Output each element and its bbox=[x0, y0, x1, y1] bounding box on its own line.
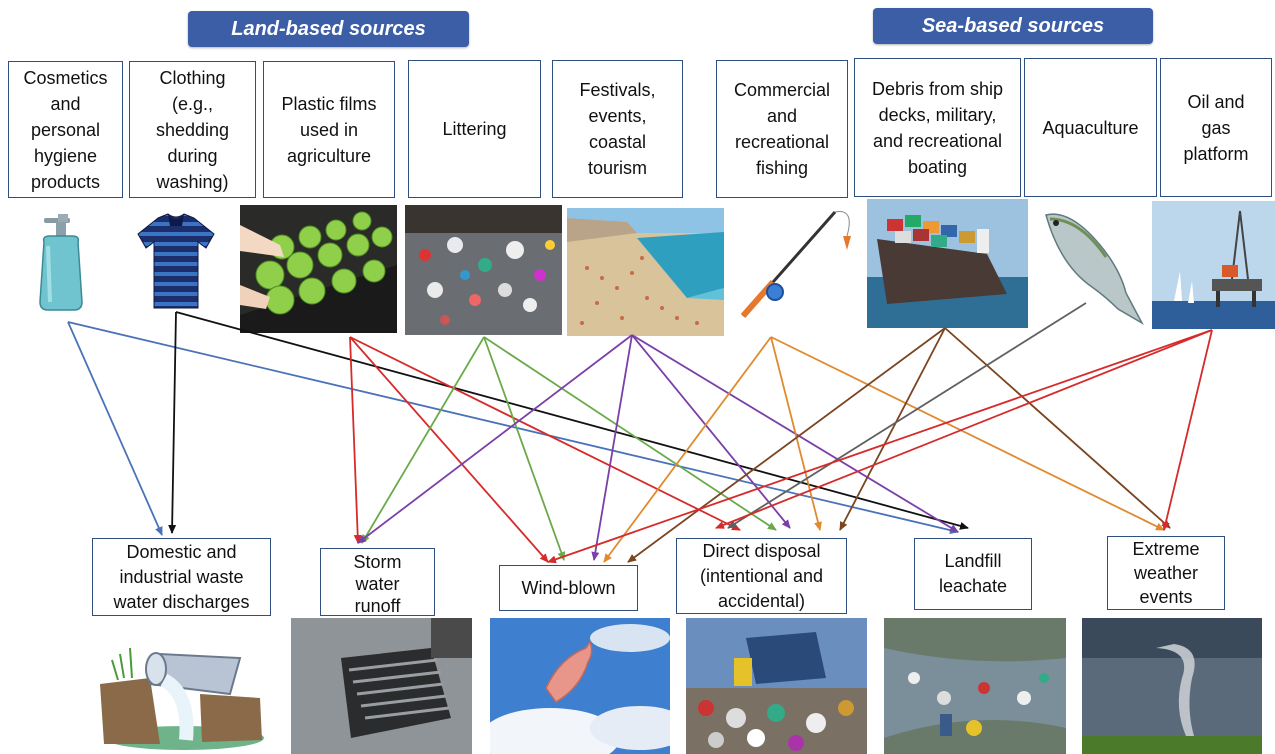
fish-icon bbox=[1045, 213, 1144, 325]
litter-photo bbox=[405, 205, 562, 335]
source-oil-box: Oil and gas platform bbox=[1160, 58, 1272, 197]
source-aquaculture-label: Aquaculture bbox=[1042, 117, 1139, 138]
source-films-label: Plastic films used in agriculture bbox=[281, 93, 377, 166]
arrow-ships-to-disposal bbox=[839, 327, 946, 531]
pathway-wind-label: Wind-blown bbox=[521, 578, 616, 598]
pathway-wastewater-label: Domestic and industrial waste water disc… bbox=[113, 541, 250, 612]
arrow-festivals-to-storm bbox=[357, 334, 633, 544]
arrow-fishing-to-disposal bbox=[770, 336, 822, 531]
soap-dispenser-icon bbox=[39, 214, 83, 311]
beach-photo bbox=[567, 208, 724, 336]
source-cosmetics-label: Cosmetics and personal hygiene products bbox=[23, 67, 108, 192]
arrow-cosmetics-to-landfill bbox=[67, 321, 959, 535]
arrow-films-to-storm bbox=[349, 336, 362, 544]
arrow-littering-to-disposal bbox=[483, 336, 777, 531]
source-littering-label: Littering bbox=[442, 119, 507, 139]
arrow-oil-to-weather bbox=[1161, 329, 1213, 531]
source-clothing-label: Clothing (e.g., shedding during washing) bbox=[155, 67, 230, 192]
arrow-films-to-wind bbox=[349, 336, 549, 563]
drain-pipe-icon bbox=[100, 647, 264, 750]
pathway-disposal-box: Direct disposal (intentional and acciden… bbox=[676, 538, 847, 614]
pathway-weather-box: Extreme weather events bbox=[1107, 536, 1225, 610]
arrow-littering-to-wind bbox=[483, 336, 566, 561]
source-festivals-box: Festivals, events, coastal tourism bbox=[552, 60, 683, 198]
arrow-fishing-to-wind bbox=[603, 336, 772, 563]
source-aquaculture-box: Aquaculture bbox=[1024, 58, 1157, 197]
pathway-landfill-box: Landfill leachate bbox=[914, 538, 1032, 610]
pathway-disposal-label: Direct disposal (intentional and acciden… bbox=[699, 540, 824, 611]
garbage-truck-photo bbox=[686, 618, 867, 754]
polluted-river-photo bbox=[884, 618, 1066, 754]
source-fishing-label: Commercial and recreational fishing bbox=[733, 80, 830, 178]
arrow-littering-to-storm bbox=[361, 336, 485, 544]
sea-based-header: Sea-based sources bbox=[873, 8, 1153, 44]
pathway-wind-box: Wind-blown bbox=[499, 565, 638, 611]
arrow-oil-to-disposal bbox=[715, 329, 1213, 529]
source-oil-label: Oil and gas platform bbox=[1183, 91, 1249, 164]
source-cosmetics-box: Cosmetics and personal hygiene products bbox=[8, 61, 123, 198]
oil-platform-photo bbox=[1152, 201, 1275, 329]
cargo-ship-photo bbox=[867, 199, 1028, 328]
shirt-icon bbox=[137, 213, 215, 309]
pathway-landfill-label: Landfill leachate bbox=[938, 551, 1008, 596]
lettuce-field-photo bbox=[240, 205, 397, 333]
arrow-cosmetics-to-wastewater bbox=[67, 321, 163, 536]
source-fishing-box: Commercial and recreational fishing bbox=[716, 60, 848, 198]
pathway-weather-label: Extreme weather events bbox=[1132, 539, 1200, 607]
source-ships-box: Debris from ship decks, military, and re… bbox=[854, 58, 1021, 197]
arrow-films-to-disposal bbox=[349, 336, 741, 531]
flying-bag-photo bbox=[490, 618, 670, 754]
arrow-festivals-to-wind bbox=[591, 334, 633, 561]
arrow-aquaculture-to-disposal bbox=[727, 302, 1087, 529]
source-films-box: Plastic films used in agriculture bbox=[263, 61, 395, 198]
source-ships-label: Debris from ship decks, military, and re… bbox=[871, 78, 1004, 177]
arrow-clothing-to-wastewater bbox=[168, 311, 177, 534]
pathway-storm-box: Storm water runoff bbox=[320, 548, 435, 616]
arrow-ships-to-wind bbox=[627, 327, 946, 563]
pathway-wastewater-box: Domestic and industrial waste water disc… bbox=[92, 538, 271, 616]
land-based-header: Land-based sources bbox=[188, 11, 469, 47]
source-clothing-box: Clothing (e.g., shedding during washing) bbox=[129, 61, 256, 198]
fishing-rod-icon bbox=[740, 211, 851, 318]
arrow-ships-to-weather bbox=[944, 327, 1171, 529]
arrow-clothing-to-landfill bbox=[175, 311, 969, 530]
storm-drain-photo bbox=[291, 618, 472, 754]
arrow-fishing-to-weather bbox=[770, 336, 1165, 531]
pathway-storm-label: Storm water runoff bbox=[353, 552, 402, 616]
arrow-oil-to-wind bbox=[547, 329, 1213, 564]
source-littering-box: Littering bbox=[408, 60, 541, 198]
source-festivals-label: Festivals, events, coastal tourism bbox=[579, 80, 656, 178]
tornado-photo bbox=[1082, 618, 1262, 754]
arrow-festivals-to-disposal bbox=[631, 334, 791, 529]
